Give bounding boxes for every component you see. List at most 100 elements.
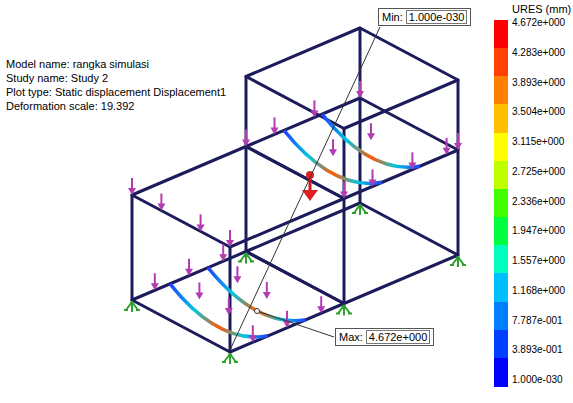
load-arrow <box>283 311 291 328</box>
load-arrow <box>157 194 165 211</box>
colorbar-value: 1.168e+000 <box>512 285 565 297</box>
arrow-head <box>310 110 318 117</box>
arrow-shaft <box>200 214 202 225</box>
colorbar-value: 3.893e-001 <box>512 344 563 356</box>
fixture-pin <box>358 204 362 208</box>
arrow-shaft <box>370 123 372 134</box>
arrow-shaft <box>446 138 448 149</box>
colorbar-value: 3.504e+000 <box>512 106 565 118</box>
fixture-pin <box>130 301 134 305</box>
study-info: Model name: rangka simulasi <box>6 58 149 71</box>
arrow-head <box>197 224 205 231</box>
colorbar-swatch <box>494 330 508 359</box>
arrow-shaft <box>154 273 156 284</box>
arrow-head <box>454 143 462 150</box>
load-arrow <box>408 152 416 169</box>
arrow-shaft <box>222 244 224 255</box>
arrow-shaft <box>274 117 276 128</box>
colorbar-value: 1.000e-030 <box>512 374 563 386</box>
load-arrow <box>340 182 348 199</box>
study-info: Deformation scale: 19.392 <box>6 100 134 113</box>
load-arrow <box>197 214 205 231</box>
arrow-shaft <box>236 266 238 277</box>
load-arrow <box>443 138 451 155</box>
arrow-shaft <box>411 152 413 163</box>
colorbar-swatch <box>494 245 508 274</box>
arrow-shaft <box>320 296 322 307</box>
fixture-symbols <box>124 204 466 364</box>
colorbar-swatch <box>494 217 508 246</box>
load-arrow <box>219 244 227 261</box>
arrow-head <box>249 335 257 342</box>
colorbar-swatch <box>494 133 508 162</box>
study-info: Study name: Study 2 <box>6 72 108 85</box>
callout-value: 1.000e-030 <box>406 10 468 24</box>
load-arrow <box>369 169 377 186</box>
colorbar-value: 2.336e+000 <box>512 196 565 208</box>
arrow-shaft <box>245 130 247 141</box>
load-arrow <box>263 282 271 299</box>
colorbar-swatch <box>494 20 508 49</box>
arrow-shaft <box>228 298 230 309</box>
arrow-head <box>369 179 377 186</box>
load-arrow <box>151 273 159 290</box>
callout-key: Max: <box>339 331 363 343</box>
load-arrow <box>233 266 241 283</box>
arrow-head <box>340 192 348 199</box>
colorbar-value: 3.115e+000 <box>512 136 564 148</box>
fixture-symbol <box>336 306 352 316</box>
arrow-head <box>233 276 241 283</box>
arrow-head <box>443 148 451 155</box>
fixture-symbol <box>222 354 238 364</box>
arrow-head <box>263 292 271 299</box>
arrow-head <box>225 308 233 315</box>
colorbar-swatch <box>494 48 508 77</box>
result-callout: Min:1.000e-030 <box>378 8 471 26</box>
colorbar-value: 2.725e+000 <box>512 166 565 178</box>
frame-beams <box>132 28 458 352</box>
colorbar-value: 3.893e+000 <box>512 77 565 89</box>
fixture-symbol <box>352 205 368 215</box>
fixture-pin <box>228 353 232 357</box>
load-arrow <box>128 178 136 195</box>
load-arrow <box>454 133 462 150</box>
arrow-shaft <box>343 182 345 193</box>
colorbar-value: 7.787e-001 <box>512 315 563 327</box>
arrow-head <box>408 162 416 169</box>
arrow-head <box>271 127 279 134</box>
arrow-head <box>242 140 250 147</box>
load-arrow <box>242 130 250 147</box>
load-arrow <box>317 296 325 313</box>
colorbar-swatch <box>494 189 508 218</box>
gravity-symbol <box>302 171 318 201</box>
arrow-head <box>151 283 159 290</box>
arrow-head <box>195 292 203 299</box>
arrow-shaft <box>188 259 190 270</box>
colorbar-value: 4.283e+000 <box>512 47 565 59</box>
leader-lines <box>230 27 380 350</box>
arrow-shaft <box>229 230 231 241</box>
fixture-pin <box>244 253 248 257</box>
colorbar-swatch <box>494 302 508 331</box>
load-arrow <box>226 230 234 247</box>
arrow-shaft <box>286 311 288 322</box>
arrow-head <box>157 204 165 211</box>
arrow-head <box>329 149 337 156</box>
arrow-shaft <box>359 81 361 92</box>
colorbar-swatch <box>494 161 508 190</box>
load-arrow <box>271 117 279 134</box>
arrow-shaft <box>372 169 374 180</box>
colorbar-value: 4.672e+000 <box>512 17 565 29</box>
load-arrow <box>249 325 257 342</box>
arrow-shaft <box>198 282 200 293</box>
fixture-pin <box>342 305 346 309</box>
colorbar-value: 1.557e+000 <box>512 255 565 267</box>
callout-key: Min: <box>382 11 403 23</box>
load-arrow <box>225 298 233 315</box>
study-info: Plot type: Static displacement Displacem… <box>6 86 226 99</box>
arrow-head <box>128 188 136 195</box>
load-arrow <box>310 100 318 117</box>
arrow-head <box>367 133 375 140</box>
load-arrows <box>128 81 462 342</box>
